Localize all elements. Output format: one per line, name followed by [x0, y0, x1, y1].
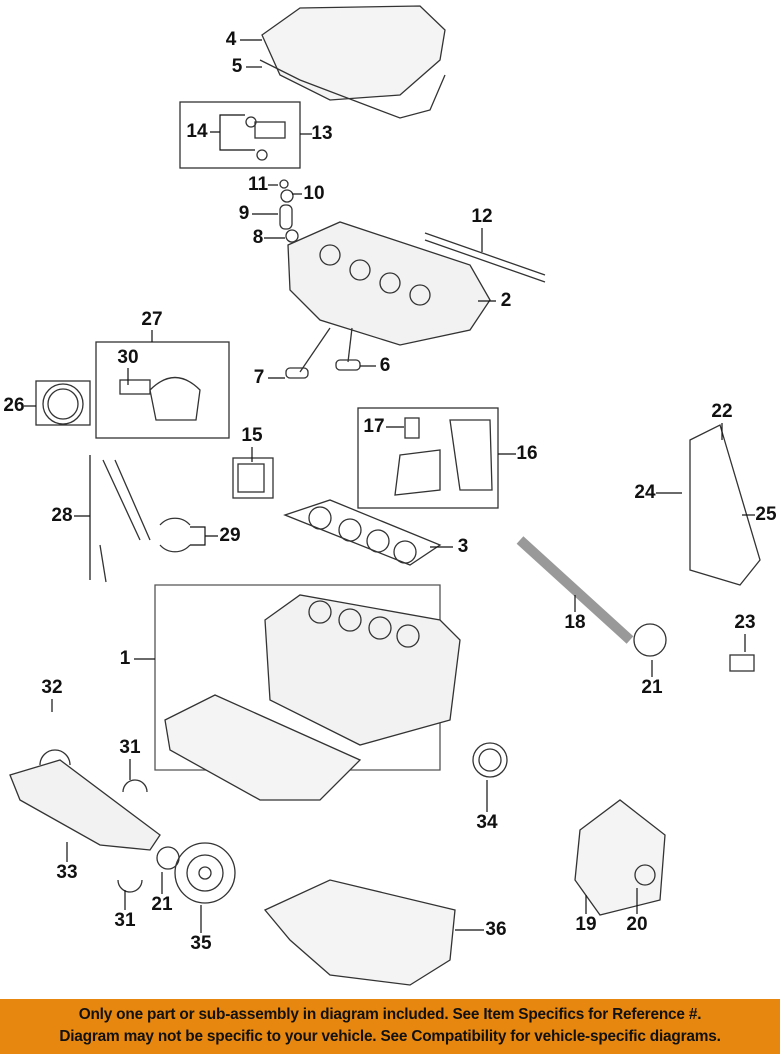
callout-16: 16 — [516, 443, 538, 464]
leader-lines — [24, 39, 755, 933]
oil-seal-34 — [472, 742, 508, 778]
callout-12: 12 — [471, 206, 493, 227]
banner-line-1: Only one part or sub-assembly in diagram… — [78, 1006, 702, 1023]
banner-line-2: Diagram may not be specific to your vehi… — [59, 1028, 721, 1045]
callout-9: 9 — [238, 203, 250, 224]
callout-6: 6 — [379, 355, 391, 376]
callout-8: 8 — [252, 227, 264, 248]
callout-3: 3 — [457, 536, 469, 557]
callout-1: 1 — [119, 648, 131, 669]
callout-29: 29 — [219, 525, 241, 546]
callout-24: 24 — [634, 482, 656, 503]
callout-21: 21 — [641, 677, 663, 698]
timing-chain — [689, 424, 761, 586]
callout-20: 20 — [626, 914, 648, 935]
diagram-drawing — [9, 5, 761, 986]
camshaft-rod — [424, 232, 546, 283]
lower-block — [164, 694, 362, 801]
callout-19: 19 — [575, 914, 597, 935]
callout-36: 36 — [485, 919, 507, 940]
callout-14: 14 — [186, 121, 208, 142]
callout-22: 22 — [711, 401, 733, 422]
cylinder-head — [287, 221, 491, 346]
sensor-23 — [729, 654, 755, 672]
callout-13: 13 — [311, 123, 333, 144]
callout-30: 30 — [117, 347, 139, 368]
callout-10: 10 — [303, 183, 325, 204]
intake-camshaft — [516, 536, 667, 657]
callout-5: 5 — [231, 56, 243, 77]
callout-31-lower: 31 — [114, 910, 136, 931]
callout-28: 28 — [51, 505, 73, 526]
callout-33: 33 — [56, 862, 78, 883]
callout-34: 34 — [476, 812, 498, 833]
callout-11: 11 — [247, 174, 269, 195]
callout-35: 35 — [190, 933, 212, 954]
callout-25: 25 — [755, 504, 777, 525]
callout-2: 2 — [500, 290, 512, 311]
callout-7: 7 — [253, 367, 265, 388]
bearings — [39, 749, 148, 893]
callout-4: 4 — [225, 29, 237, 50]
callout-23: 23 — [734, 612, 756, 633]
callout-18: 18 — [564, 612, 586, 633]
head-gasket — [283, 499, 442, 566]
callout-31: 31 — [119, 737, 141, 758]
disclaimer-banner: Only one part or sub-assembly in diagram… — [0, 999, 780, 1054]
bracket-boxes — [35, 101, 499, 771]
valve-cover — [259, 5, 446, 119]
oil-pan — [263, 879, 456, 986]
crankshaft — [9, 759, 161, 851]
callout-32: 32 — [41, 677, 63, 698]
valves — [285, 327, 361, 379]
callout-26: 26 — [3, 395, 25, 416]
callout-27: 27 — [141, 309, 163, 330]
crank-pulley — [156, 842, 236, 904]
callout-15: 15 — [241, 425, 263, 446]
callout-17: 17 — [363, 416, 385, 437]
callout-21-lower: 21 — [151, 894, 173, 915]
small-parts — [42, 116, 493, 583]
timing-cover — [574, 799, 666, 916]
engine-block — [264, 594, 461, 746]
